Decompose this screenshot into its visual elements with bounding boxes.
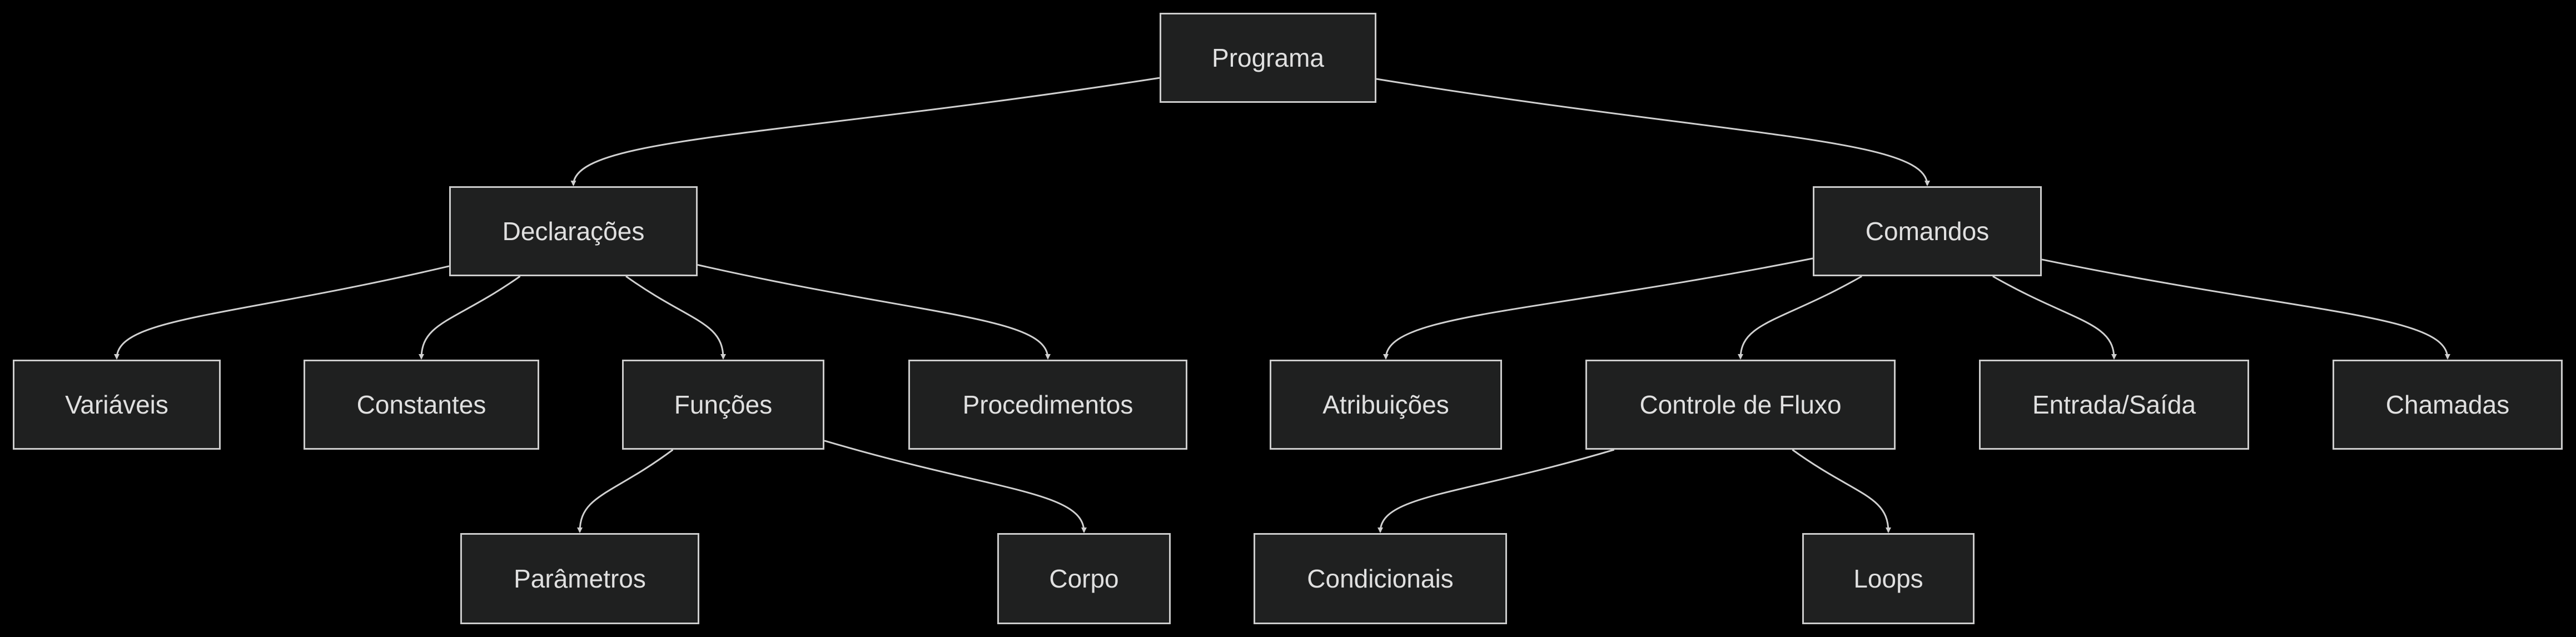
edge-declaracoes-to-funcoes [625, 275, 726, 360]
node-loops[interactable]: Loops [1802, 533, 1975, 624]
edge-comandos-to-controle [1738, 275, 1862, 360]
node-procedimentos[interactable]: Procedimentos [908, 360, 1187, 450]
node-declaracoes[interactable]: Declarações [449, 186, 698, 276]
edge-declaracoes-to-procedimentos [697, 264, 1051, 360]
edge-funcoes-to-parametros [577, 449, 674, 533]
node-variaveis[interactable]: Variáveis [13, 360, 221, 450]
edge-declaracoes-to-variaveis [114, 265, 450, 360]
node-corpo[interactable]: Corpo [997, 533, 1171, 624]
node-chamadas[interactable]: Chamadas [2333, 360, 2563, 450]
node-funcoes[interactable]: Funções [622, 360, 824, 450]
edge-programa-to-comandos [1376, 78, 1930, 186]
edge-controle-to-condicionais [1377, 449, 1615, 533]
node-parametros[interactable]: Parâmetros [460, 533, 699, 624]
node-comandos[interactable]: Comandos [1813, 186, 2042, 276]
edge-comandos-to-entrada [1992, 275, 2117, 360]
edge-comandos-to-chamadas [2041, 258, 2450, 360]
edge-funcoes-to-corpo [824, 440, 1087, 533]
node-programa[interactable]: Programa [1160, 13, 1376, 103]
edge-comandos-to-atribuicoes [1383, 257, 1813, 360]
edge-controle-to-loops [1792, 449, 1891, 533]
node-condicionais[interactable]: Condicionais [1254, 533, 1507, 624]
node-constantes[interactable]: Constantes [304, 360, 539, 450]
edge-declaracoes-to-constantes [419, 275, 521, 360]
node-controle-de-fluxo[interactable]: Controle de Fluxo [1585, 360, 1896, 450]
node-atribuicoes[interactable]: Atribuições [1270, 360, 1502, 450]
edge-programa-to-declaracoes [570, 77, 1160, 186]
node-entrada-saida[interactable]: Entrada/Saída [1979, 360, 2249, 450]
